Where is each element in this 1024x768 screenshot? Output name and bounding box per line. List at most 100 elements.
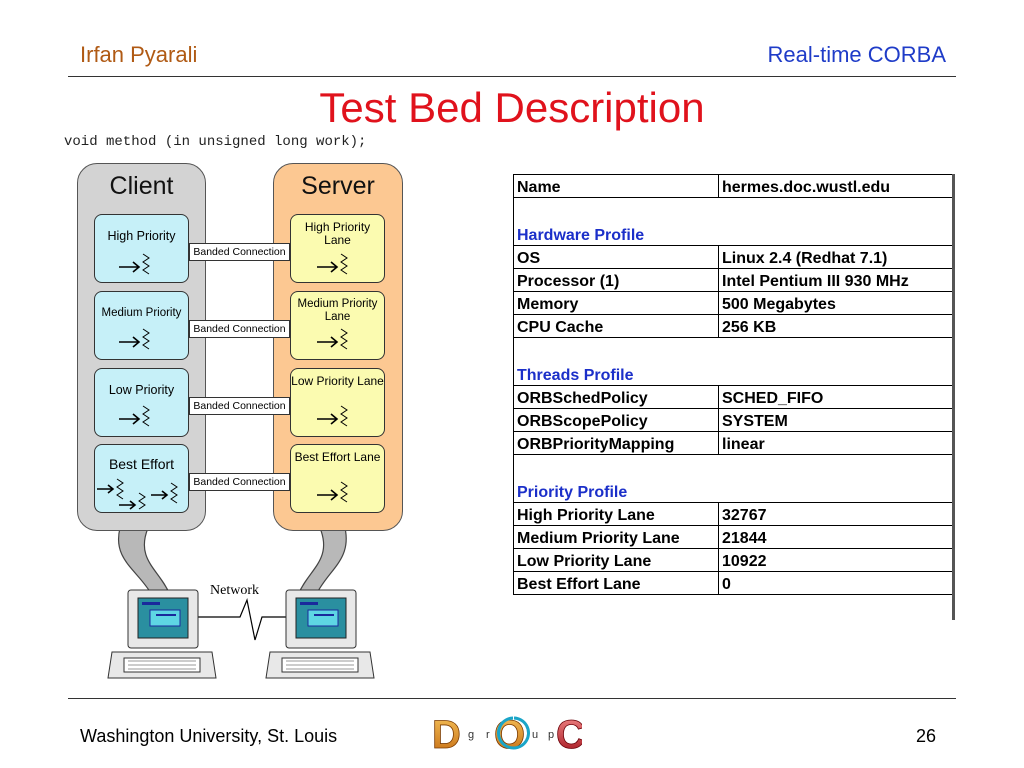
row-key: Medium Priority Lane [513,525,719,549]
row-value: 32767 [718,502,954,526]
row-key: Best Effort Lane [513,571,719,595]
header-author: Irfan Pyarali [80,42,198,67]
network-link [198,597,288,641]
row-key: Processor (1) [513,268,719,292]
row-value: 256 KB [718,314,954,338]
row-key: Name [513,174,719,198]
header-topic: Real-time CORBA [767,42,946,67]
client-lane-label: Medium Priority [101,307,182,319]
thread-icon [317,481,348,503]
row-key: ORBSchedPolicy [513,385,719,409]
row-value: 21844 [718,525,954,549]
client-lane-label: Best Effort [108,456,175,472]
row-key: ORBScopePolicy [513,408,719,432]
thread-icon [317,328,348,350]
server-lane-high: High Priority Lane [290,214,385,283]
row-value: SYSTEM [718,408,954,432]
client-lane-label: Low Priority [108,383,175,397]
row-key: OS [513,245,719,269]
row-value: 10922 [718,548,954,572]
row-key: High Priority Lane [513,502,719,526]
server-cable [297,527,347,596]
logo-ring [497,716,530,750]
thread-icon [119,253,150,275]
banded-connection: Banded Connection [189,397,290,415]
section-empty-cell [718,337,954,386]
client-lane-medium: Medium Priority [94,291,189,360]
table-shadow [952,174,955,620]
table-section-row: Hardware Profile [513,197,954,246]
server-lane-low: Low Priority Lane [290,368,385,437]
table-section-row: Threads Profile [513,337,954,386]
logo-letter-r: r [486,729,490,741]
server-lane-best-effort: Best Effort Lane [290,444,385,513]
table-section-row: Priority Profile [513,454,954,503]
logo-letter-g: g [468,729,474,741]
client-lane-label: High Priority [107,229,176,243]
client-computer-icon [107,589,217,679]
row-value: 500 Megabytes [718,291,954,315]
section-heading: Threads Profile [513,337,719,386]
client-lane-best-effort: Best Effort [94,444,189,513]
row-value: linear [718,431,954,455]
page-number: 26 [915,726,936,746]
section-heading: Priority Profile [513,454,719,503]
doc-group-logo: D g r O u p C [432,713,582,756]
row-key: Low Priority Lane [513,548,719,572]
server-lane-label: Best Effort Lane [294,450,381,464]
server-lane-label: Low Priority Lane [291,374,384,388]
network-label: Network [210,583,259,598]
thread-icon [97,478,178,510]
server-title: Server [301,172,375,200]
footer-divider [68,698,956,699]
banded-connection: Banded Connection [189,320,290,338]
network-diagram [107,527,375,679]
header-divider [68,76,956,77]
logo-letter-d: D [432,713,461,756]
server-lane-medium: Medium Priority Lane [290,291,385,360]
row-value: Intel Pentium III 930 MHz [718,268,954,292]
banded-connection: Banded Connection [189,473,290,491]
row-key: Memory [513,291,719,315]
client-lane-low: Low Priority [94,368,189,437]
thread-icon [317,253,348,275]
client-cable [117,527,171,596]
banded-connection: Banded Connection [189,243,290,261]
row-value: hermes.doc.wustl.edu [718,174,954,198]
section-empty-cell [718,454,954,503]
section-empty-cell [718,197,954,246]
client-title: Client [109,172,174,200]
code-signature: void method (in unsigned long work); [64,134,367,150]
row-value: Linux 2.4 (Redhat 7.1) [718,245,954,269]
server-lane-label: High Priority Lane [304,220,371,247]
thread-icon [317,405,348,427]
section-heading: Hardware Profile [513,197,719,246]
logo-letter-c: C [556,713,582,756]
logo-letter-p: p [548,729,554,741]
slide-title: Test Bed Description [319,84,705,131]
server-lane-label: Medium Priority Lane [297,298,378,323]
logo-letter-u: u [532,729,538,741]
row-value: SCHED_FIFO [718,385,954,409]
row-key: CPU Cache [513,314,719,338]
thread-icon [119,405,150,427]
footer-institution: Washington University, St. Louis [80,726,338,746]
server-computer-icon [265,589,375,679]
table-row: Processor (1)Intel Pentium III 930 MHz [513,268,954,292]
row-key: ORBPriorityMapping [513,431,719,455]
client-lane-high: High Priority [94,214,189,283]
thread-icon [119,328,150,350]
row-value: 0 [718,571,954,595]
